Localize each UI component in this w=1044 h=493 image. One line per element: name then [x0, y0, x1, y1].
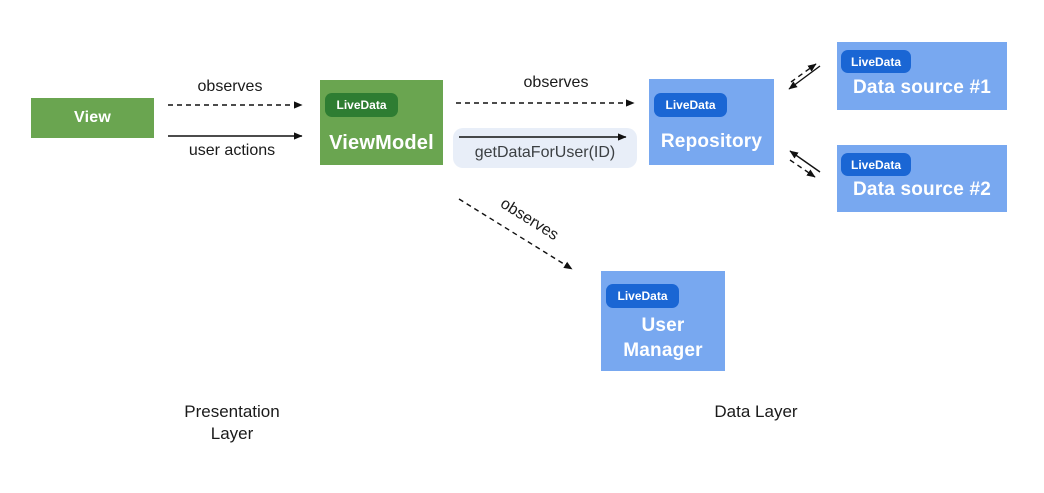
usermanager-livedata-badge: LiveData: [606, 284, 679, 308]
repo-datasource2-dashed-arrow: [789, 159, 816, 178]
getdataforuser-pill: getDataForUser(ID): [453, 128, 637, 168]
data-layer-label: Data Layer: [714, 402, 798, 421]
viewmodel-livedata-badge: LiveData: [325, 93, 398, 117]
usermanager-box: LiveData User Manager: [601, 271, 725, 371]
datasource1-livedata-badge: LiveData: [841, 50, 911, 73]
observes-label-view-viewmodel: observes: [197, 78, 263, 95]
repository-livedata-badge: LiveData: [654, 93, 727, 117]
datasource1-label: Data source #1: [853, 77, 991, 98]
datasource2-box: LiveData Data source #2: [837, 145, 1007, 212]
usermanager-label: User Manager: [623, 315, 703, 361]
datasource2-livedata-badge: LiveData: [841, 153, 911, 176]
user-actions-label: user actions: [188, 142, 276, 159]
observes-label-viewmodel-usermanager: observes: [497, 195, 562, 244]
repo-datasource1-dashed-arrow: [790, 63, 817, 83]
observes-label-viewmodel-repository: observes: [523, 74, 589, 91]
viewmodel-box: LiveData ViewModel: [320, 80, 443, 165]
repository-box: LiveData Repository: [649, 79, 774, 165]
viewmodel-label: ViewModel: [329, 132, 434, 154]
getdataforuser-label: getDataForUser(ID): [474, 144, 616, 161]
repository-label: Repository: [660, 131, 763, 152]
view-label: View: [74, 109, 111, 126]
datasource1-box: LiveData Data source #1: [837, 42, 1007, 110]
datasource2-label: Data source #2: [853, 179, 991, 200]
repo-datasource2-solid-arrow: [789, 150, 821, 173]
view-box: View: [31, 98, 154, 138]
repo-datasource1-solid-arrow: [788, 65, 821, 90]
presentation-layer-label: Presentation Layer: [184, 402, 280, 443]
